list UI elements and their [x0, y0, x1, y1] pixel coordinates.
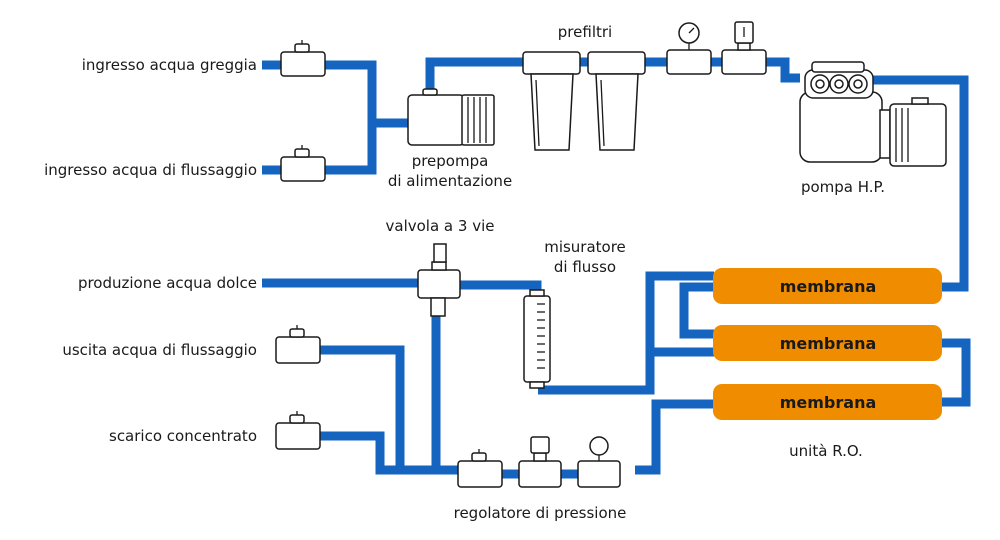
high-pressure-pump-icon [799, 61, 947, 167]
prefilter-1-icon [522, 51, 581, 151]
label-ingresso-greggia: ingresso acqua greggia [82, 56, 257, 74]
membrane-1-label: membrana [780, 277, 877, 296]
pipes [262, 57, 971, 479]
valve-inlet-raw[interactable] [280, 40, 326, 77]
valve-inlet-flush[interactable] [280, 145, 326, 182]
regulator-switch-icon [518, 436, 562, 488]
pipe-flowmeter-to-valve [458, 280, 542, 296]
label-prepompa-2: di alimentazione [388, 172, 512, 190]
pipe-regulator-row [320, 345, 458, 475]
pipe-filters-row [578, 57, 800, 83]
regulator-gauge-icon [577, 436, 621, 488]
pipe-concentrate [635, 399, 714, 475]
label-ingresso-flussaggio: ingresso acqua di flussaggio [44, 161, 257, 179]
label-prefiltri: prefiltri [558, 23, 612, 41]
pipe-permeate-collector [538, 271, 714, 395]
label-valvola-3-vie: valvola a 3 vie [386, 217, 495, 235]
label-produzione-dolce: produzione acqua dolce [78, 274, 257, 292]
label-pompa-hp: pompa H.P. [801, 178, 885, 196]
membrane-2-label: membrana [780, 334, 877, 353]
pipe-prepump-to-filters [425, 57, 528, 95]
pipe-membrane-1-2 [679, 282, 714, 339]
pipe-pump-to-membranes [870, 75, 969, 292]
flow-meter-icon [523, 289, 551, 389]
valve-concentrate-discharge[interactable] [275, 411, 321, 450]
pressure-switch-icon [721, 21, 767, 75]
label-uscita-flussaggio: uscita acqua di flussaggio [62, 341, 257, 359]
label-misuratore-1: misuratore [544, 238, 626, 256]
membrane-3: membrana [713, 384, 942, 420]
membrane-3-label: membrana [780, 393, 877, 412]
label-prepompa-1: prepompa [412, 152, 489, 170]
prefilter-2-icon [587, 51, 646, 151]
membrane-1: membrana [713, 268, 942, 304]
pipe-membrane-2-3 [940, 338, 971, 407]
label-regolatore: regolatore di pressione [454, 504, 627, 522]
label-scarico-concentrato: scarico concentrato [109, 427, 257, 445]
pressure-gauge-icon [666, 22, 712, 75]
regulator-valve-icon[interactable] [457, 449, 503, 488]
three-way-valve-icon[interactable] [417, 243, 461, 317]
prepump-icon [407, 88, 495, 146]
label-misuratore-2: di flusso [554, 258, 616, 276]
valve-outlet-flush[interactable] [275, 325, 321, 364]
label-unita-ro: unità R.O. [789, 442, 863, 460]
membrane-2: membrana [713, 325, 942, 361]
